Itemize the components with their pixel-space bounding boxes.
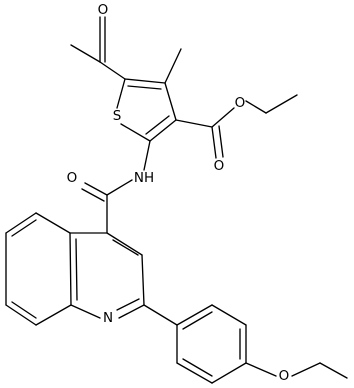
- bond: [120, 123, 151, 142]
- bond: [99, 61, 126, 80]
- bond: [11, 219, 37, 237]
- bond: [218, 125, 224, 158]
- atom-label-o-amide: O: [67, 170, 78, 186]
- bond: [124, 78, 166, 84]
- bond: [70, 44, 101, 63]
- bond: [112, 239, 139, 256]
- bond: [35, 212, 71, 234]
- atom-labels: O S O O NH O N O: [67, 2, 290, 384]
- bond: [182, 311, 213, 330]
- bond: [127, 85, 162, 90]
- bond: [106, 232, 143, 256]
- bond: [164, 48, 182, 84]
- atom-label-o-ethoxy: O: [279, 368, 290, 384]
- bond: [11, 301, 37, 319]
- bond: [149, 119, 177, 142]
- bond: [164, 82, 177, 121]
- bond: [116, 298, 140, 311]
- bond: [182, 358, 213, 377]
- bond: [245, 362, 277, 377]
- bond: [245, 100, 267, 114]
- bond: [211, 304, 247, 326]
- bond: [265, 94, 298, 114]
- bond: [75, 238, 78, 301]
- bond: [141, 254, 145, 306]
- atom-label-o-acetyl: O: [98, 2, 109, 18]
- bond: [211, 126, 217, 159]
- bond: [143, 140, 151, 171]
- bond: [319, 362, 348, 379]
- atom-label-o-ester-carbonyl: O: [214, 158, 225, 174]
- bond: [106, 179, 133, 196]
- atom-label-n-amide: NH: [134, 170, 154, 186]
- bond: [211, 362, 247, 384]
- bond: [145, 115, 170, 135]
- bond: [81, 188, 105, 202]
- bond: [84, 182, 108, 196]
- bond: [118, 304, 145, 319]
- bond: [70, 304, 101, 319]
- atom-label-s-thiophene: S: [113, 108, 122, 124]
- bond: [291, 362, 321, 377]
- bond: [35, 304, 72, 326]
- bond: [5, 304, 37, 326]
- bond-lines: [5, 16, 348, 384]
- bond: [5, 212, 37, 234]
- bond: [175, 119, 213, 128]
- bond: [143, 304, 178, 326]
- bond: [211, 107, 235, 128]
- bond: [116, 78, 126, 109]
- atom-label-o-ester-ether: O: [235, 95, 246, 111]
- atom-label-n-quinoline: N: [103, 310, 113, 326]
- bond: [176, 362, 213, 384]
- bond: [69, 232, 72, 306]
- bond: [176, 304, 213, 326]
